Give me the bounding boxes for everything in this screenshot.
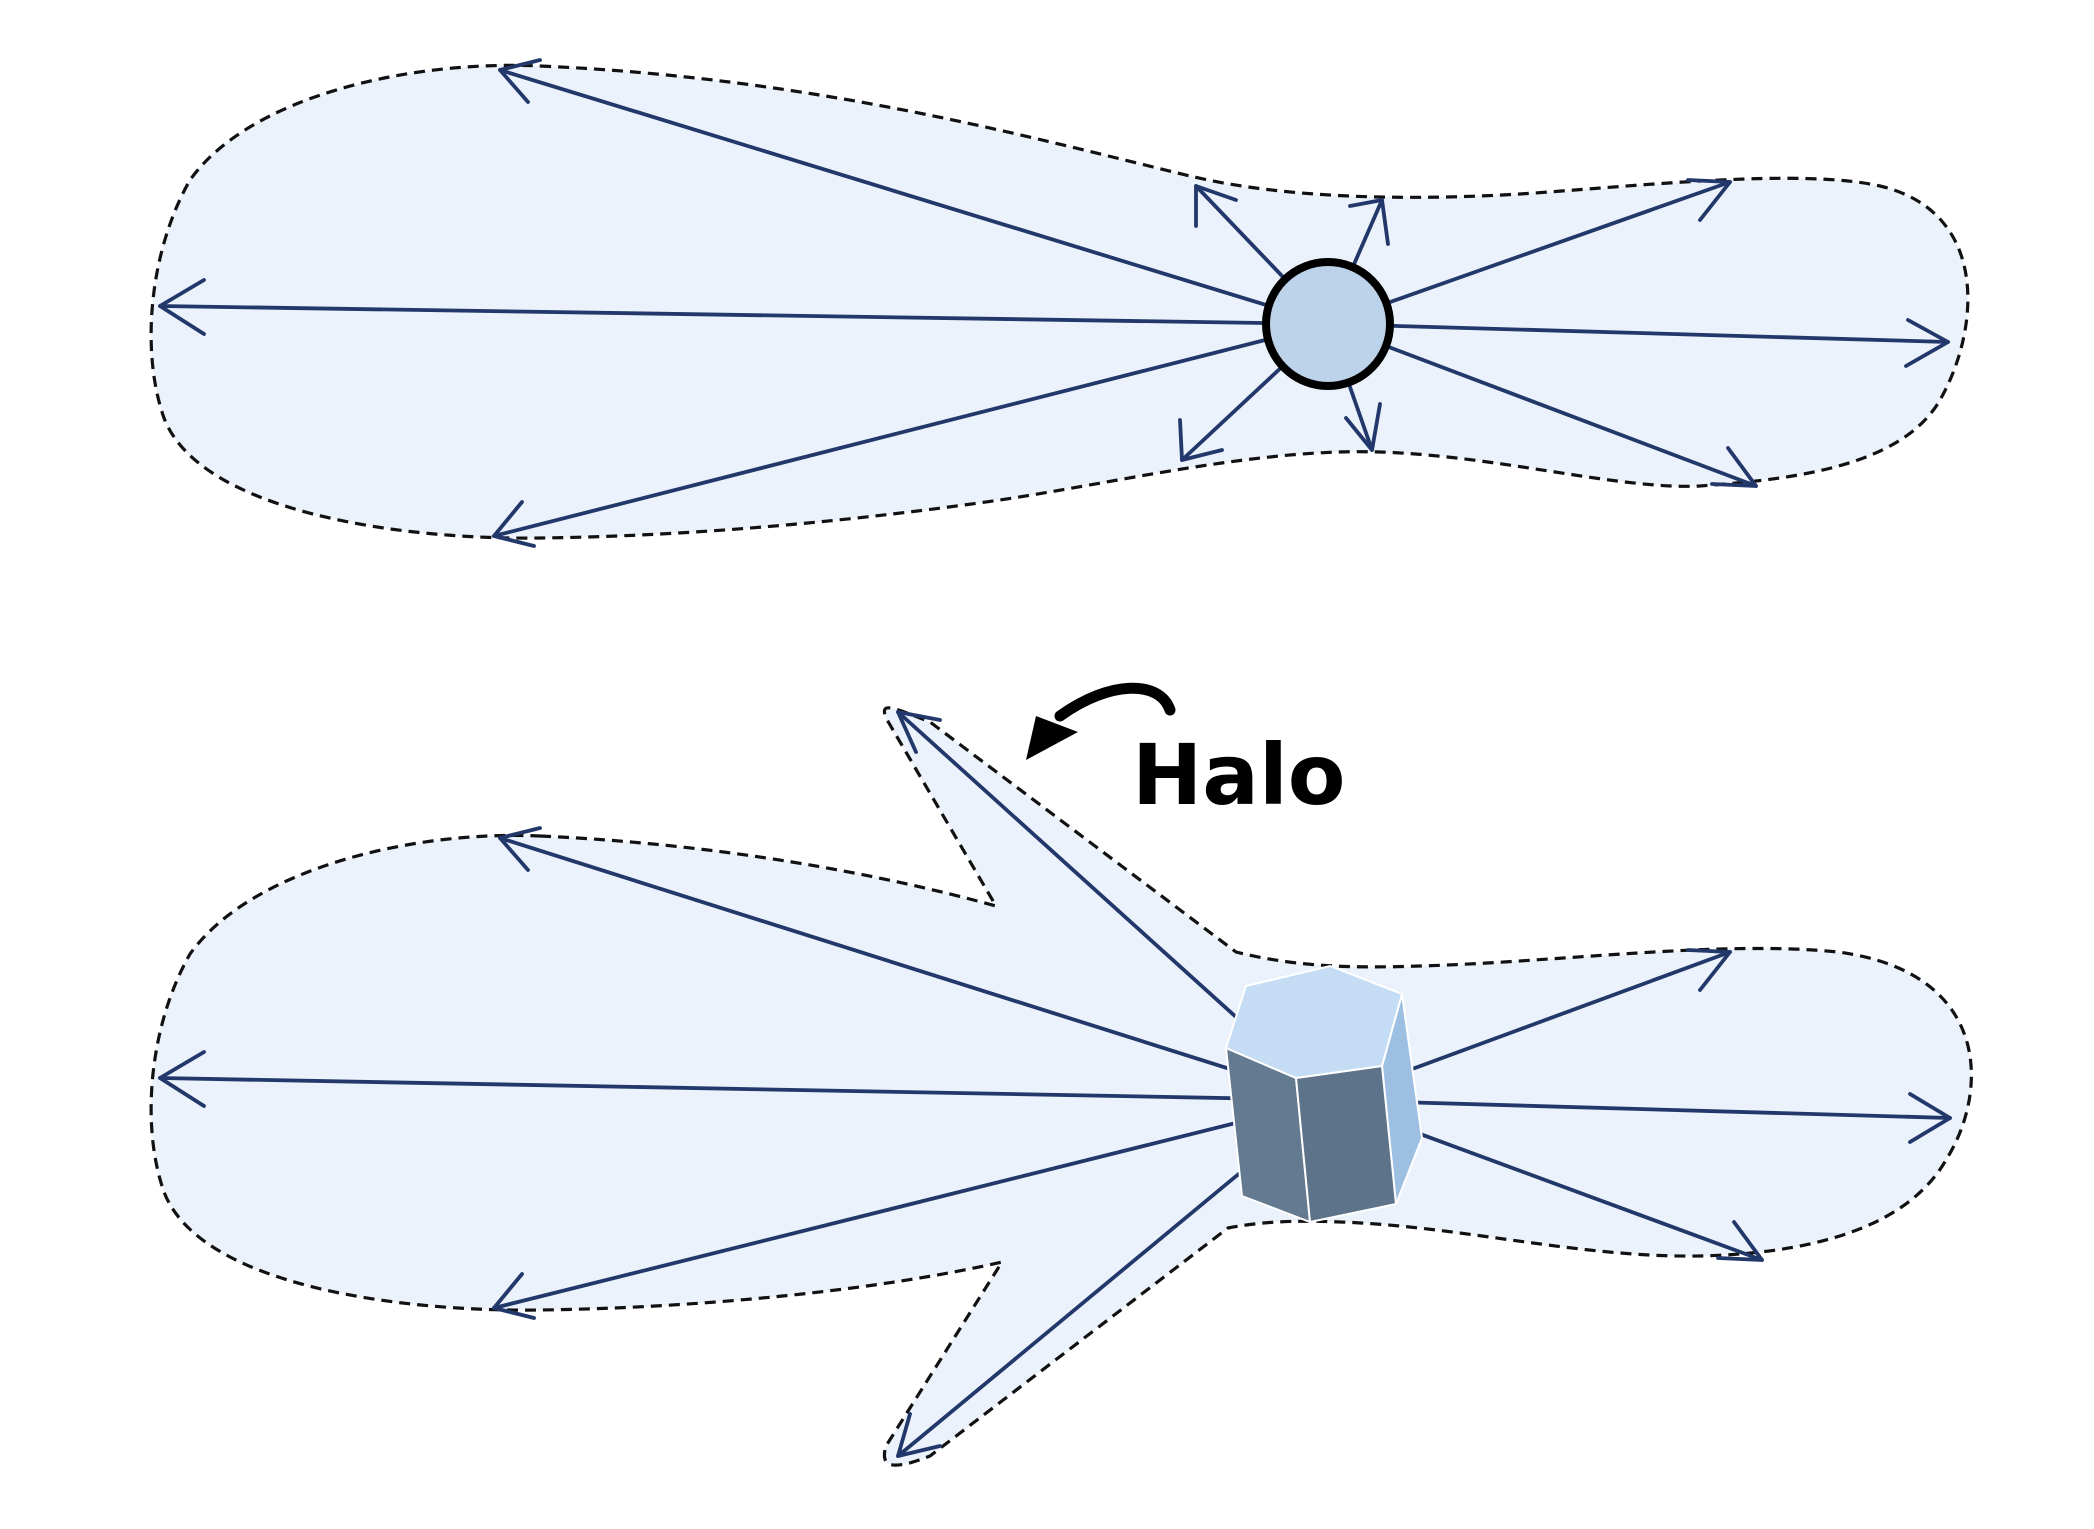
hexagonal-ice-crystal xyxy=(1224,964,1424,1224)
halo-pointer-arrowhead xyxy=(1026,716,1078,760)
halo-pointer-arrow xyxy=(1054,682,1176,722)
arrowhead xyxy=(492,500,536,548)
ray-lower-left-long xyxy=(492,1098,1330,1310)
spherical-particle xyxy=(1262,258,1394,390)
arrowhead xyxy=(1710,446,1758,488)
crystal-scattering-envelope xyxy=(149,706,1973,1467)
crystal-top-face xyxy=(1224,964,1404,1080)
arrowhead xyxy=(492,1272,536,1320)
crystal-scattering-panel xyxy=(149,706,1973,1467)
sphere-scattering-envelope xyxy=(149,63,1970,540)
ray-upper-left-long xyxy=(498,836,1330,1102)
ray-forward-right xyxy=(1326,322,1950,344)
halo-annotation: Halo xyxy=(1026,682,1346,824)
arrowhead xyxy=(1348,198,1390,246)
halo-label: Halo xyxy=(1132,726,1346,824)
ray-upper-right-long xyxy=(1326,180,1732,326)
ray-backward-left xyxy=(158,1076,1330,1102)
crystal-front-right-face xyxy=(1294,1064,1398,1224)
ray-upper-left-long xyxy=(498,68,1330,326)
arrowhead xyxy=(1904,318,1950,368)
arrowhead xyxy=(1908,1092,1952,1144)
arrowhead xyxy=(1686,178,1732,222)
ray-lower-left-long xyxy=(492,322,1330,538)
arrowhead xyxy=(158,278,206,336)
ray-forward-right xyxy=(1326,1098,1952,1120)
arrowhead xyxy=(498,58,542,104)
arrowhead xyxy=(1194,184,1238,228)
arrowhead xyxy=(1716,1220,1764,1262)
sphere-scattering-panel xyxy=(149,58,1970,548)
ray-lower-right-long xyxy=(1326,322,1758,488)
ray-backward-left xyxy=(158,304,1330,326)
arrowhead xyxy=(158,1050,206,1108)
arrowhead xyxy=(498,826,542,872)
arrowhead xyxy=(1178,418,1224,462)
arrowhead xyxy=(896,1412,942,1458)
arrowhead xyxy=(1344,402,1382,452)
arrowhead xyxy=(1686,948,1732,992)
arrowhead xyxy=(896,710,942,754)
